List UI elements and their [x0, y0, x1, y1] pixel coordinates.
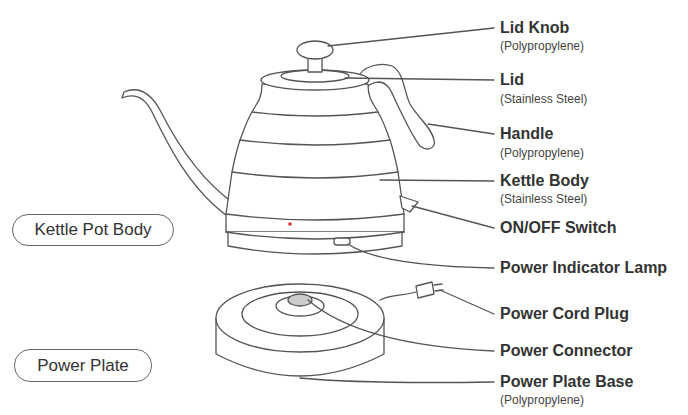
- part-name: Kettle Body: [500, 171, 589, 191]
- part-name: Lid: [500, 70, 524, 90]
- material-note: (Polypropylene): [500, 146, 584, 160]
- part-name: Power Plate Base: [500, 372, 633, 392]
- rounded-box: Kettle Pot Body: [12, 214, 174, 246]
- material-note: (Stainless Steel): [500, 92, 587, 106]
- part-name: ON/OFF Switch: [500, 218, 616, 238]
- material-note: (Stainless Steel): [500, 192, 587, 206]
- part-name: Power Cord Plug: [500, 304, 629, 324]
- box-label: Kettle Pot Body: [34, 220, 151, 240]
- box-label: Power Plate: [37, 356, 129, 376]
- part-name: Power Connector: [500, 341, 632, 361]
- part-name: Power Indicator Lamp: [500, 258, 667, 278]
- material-note: (Polypropylene): [500, 393, 584, 407]
- part-name: Lid Knob: [500, 18, 569, 38]
- material-note: (Polypropylene): [500, 39, 584, 53]
- rounded-box: Power Plate: [14, 349, 152, 382]
- part-name: Handle: [500, 124, 553, 144]
